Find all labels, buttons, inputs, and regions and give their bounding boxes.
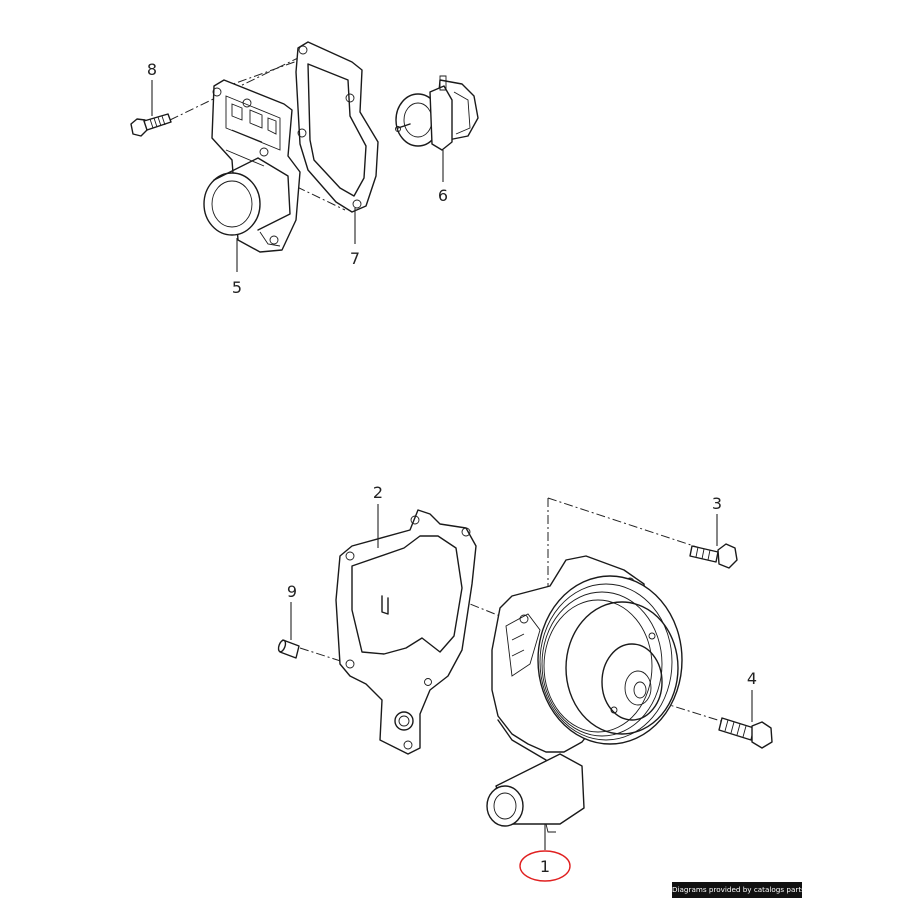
callout-5[interactable]: 5 (232, 278, 242, 297)
thermostat-housing-part-5[interactable] (203, 79, 301, 253)
callout-1[interactable]: 1 (540, 857, 550, 876)
bolt-part-4[interactable] (718, 717, 773, 749)
callout-1-highlight-ring (519, 850, 571, 882)
bolt-part-8[interactable] (130, 113, 172, 137)
callout-6[interactable]: 6 (438, 186, 448, 205)
water-pump-gasket-part-2[interactable] (335, 509, 477, 755)
callout-8[interactable]: 8 (147, 60, 157, 79)
bolt-part-3[interactable] (689, 543, 738, 569)
callout-9[interactable]: 9 (287, 582, 297, 601)
thermostat-part-6[interactable] (395, 75, 479, 151)
callout-3[interactable]: 3 (712, 494, 722, 513)
callout-7[interactable]: 7 (350, 249, 360, 268)
water-pump-part-1[interactable] (486, 555, 683, 833)
dowel-pin-part-9[interactable] (277, 639, 300, 659)
gasket-part-7[interactable] (295, 41, 379, 213)
lower-leader-lines (290, 504, 753, 850)
credit-banner: Diagrams provided by catalogs parts (672, 882, 805, 898)
upper-leader-lines (151, 80, 444, 272)
callout-4[interactable]: 4 (747, 669, 757, 688)
callout-2[interactable]: 2 (373, 483, 383, 502)
